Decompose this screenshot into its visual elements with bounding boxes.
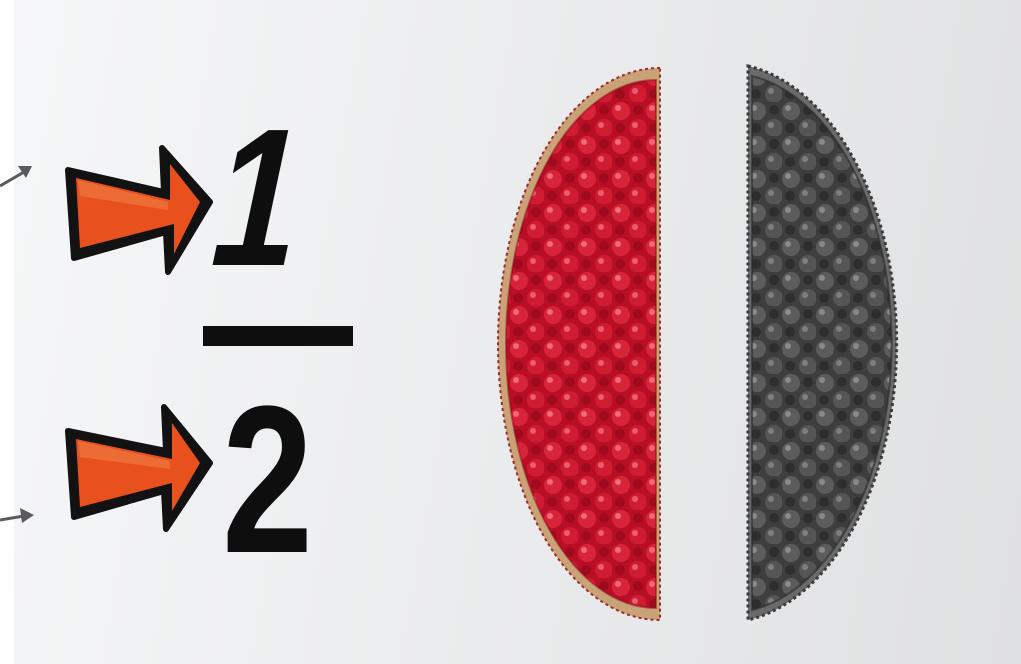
shaded-half bbox=[498, 68, 660, 620]
unshaded-half bbox=[748, 66, 897, 620]
